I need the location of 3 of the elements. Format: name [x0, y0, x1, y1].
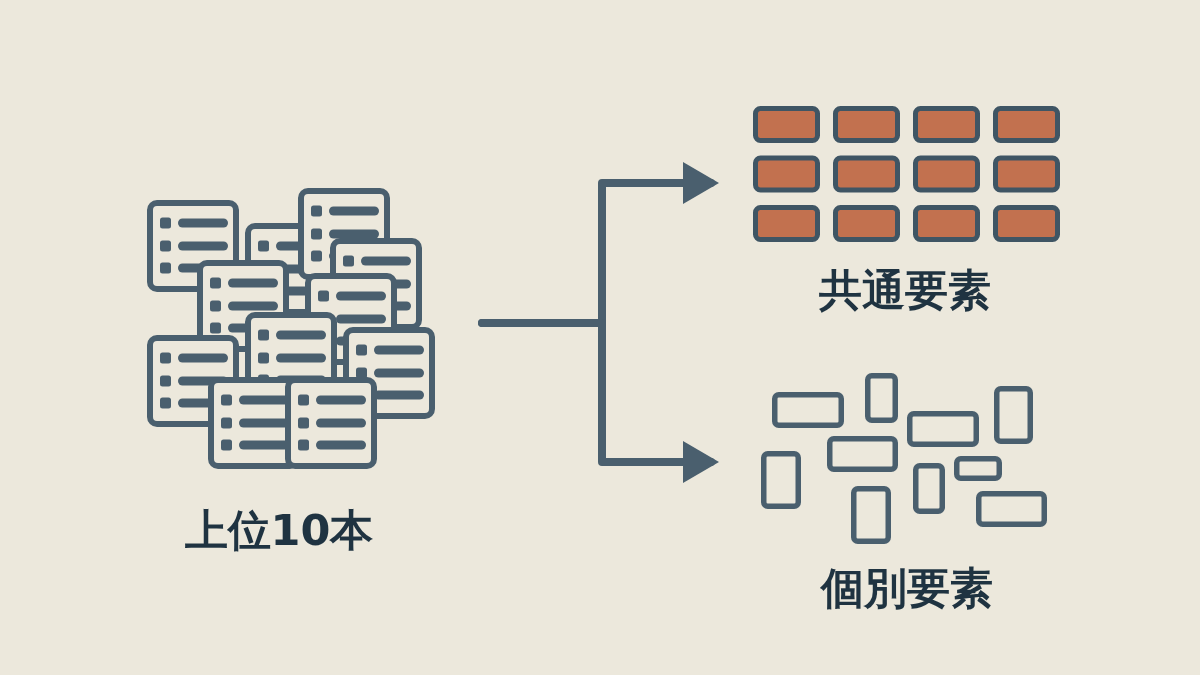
group-label: 個別要素: [821, 567, 993, 610]
group-label: 共通要素: [819, 269, 991, 312]
group-label: 上位10本: [184, 509, 374, 552]
